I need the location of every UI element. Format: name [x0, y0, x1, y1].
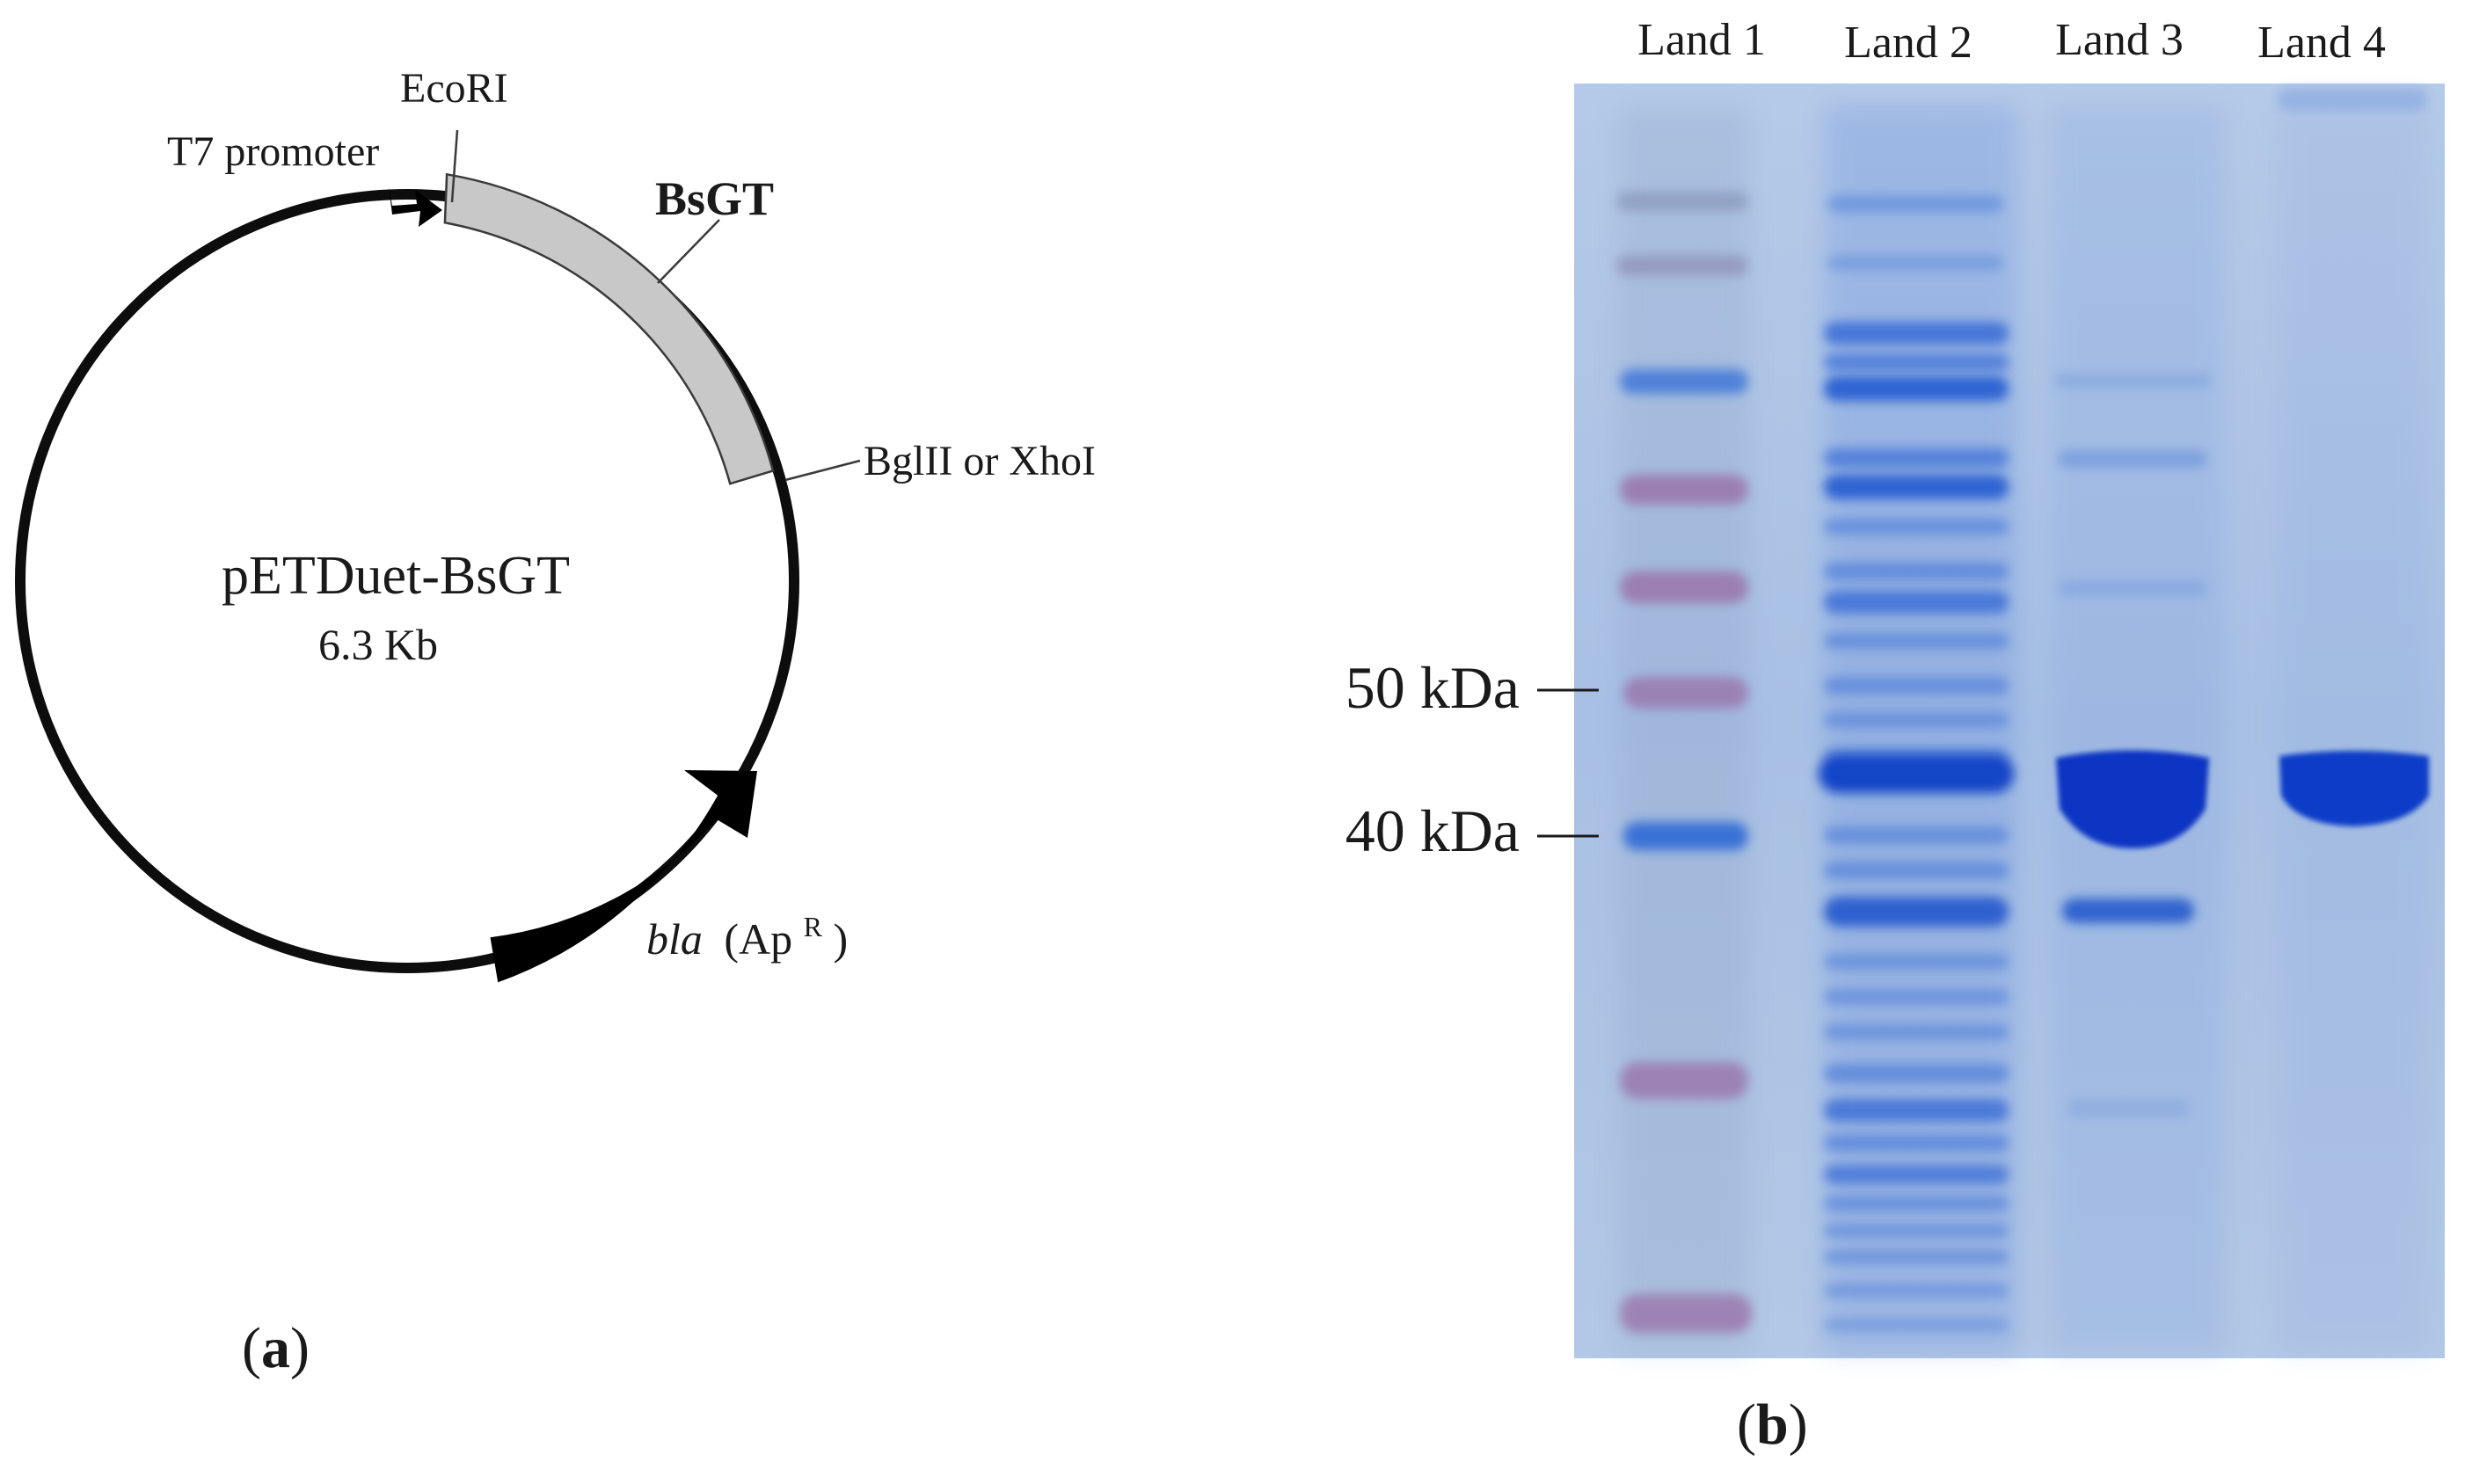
t7-promoter-label: T7 promoter [167, 128, 379, 175]
bla-gene-arrow [490, 770, 757, 983]
marker-40kda-label: 40 kDa [1345, 797, 1520, 864]
lane-2-band [1824, 1284, 2009, 1298]
bla-label: bla (Ap R ) [646, 897, 848, 964]
ladder-band [1620, 1294, 1752, 1333]
lane-2-main-band [1819, 754, 2014, 793]
lane-2-band [1824, 591, 2009, 614]
lane-2-band [1827, 255, 2003, 271]
lane-3-band [2058, 450, 2207, 468]
lane-2-band [1827, 195, 2003, 213]
bglii-xhoi-label: BglII or XhoI [864, 438, 1096, 484]
bla-marker-close: ) [834, 914, 849, 964]
bla-marker-sup: R [804, 911, 823, 942]
bsgt-label: BsGT [655, 172, 774, 225]
lane-1-ladder [1616, 192, 1752, 1333]
bsgt-leader [657, 219, 720, 284]
lane-2-band [1824, 1064, 2009, 1083]
ladder-band [1620, 571, 1748, 603]
lane-2-band [1824, 1250, 2009, 1264]
lane-2-bands [1819, 195, 2014, 1331]
lane-2-band [1824, 633, 2009, 649]
ladder-band [1616, 255, 1748, 276]
ladder-band [1623, 677, 1748, 709]
panel-b-label: (b) [1737, 1393, 1808, 1457]
lane-shadow-1 [1618, 105, 1750, 1354]
lane-3-band [2062, 898, 2194, 923]
lane-2-band [1824, 353, 2009, 371]
bsgt-gene-segment [443, 172, 775, 485]
lane-4-bands [2278, 88, 2429, 826]
lane-2-band [1824, 1196, 2009, 1211]
lane-2-band [1824, 1165, 2009, 1184]
lane-4-band [2278, 88, 2427, 111]
marker-50kda-label: 50 kDa [1345, 654, 1520, 721]
lane-2-band [1824, 862, 2009, 879]
lane-3-band [2053, 374, 2212, 388]
lane-3-band [2067, 1099, 2190, 1118]
ecori-leader [450, 129, 459, 203]
lane-3-band [2058, 580, 2207, 596]
t7-promoter-arrow [389, 186, 442, 227]
lane-shadow-4 [2278, 105, 2427, 1354]
ladder-band [1620, 369, 1748, 394]
lane-2-band [1824, 712, 2009, 728]
lane-2-band [1824, 563, 2009, 580]
ladder-band [1620, 475, 1748, 505]
lane-2-band [1824, 989, 2009, 1005]
lane-2-band [1824, 897, 2009, 927]
panel-b-open: ( [1737, 1393, 1756, 1457]
panel-a-letter: a [261, 1316, 290, 1380]
ladder-band [1616, 192, 1748, 211]
lane-3-main-band [2056, 750, 2209, 848]
panel-b-letter: b [1756, 1393, 1789, 1457]
lane-2-band [1824, 677, 2009, 695]
ladder-band [1620, 1062, 1748, 1099]
lane-label-1: Land 1 [1637, 15, 1766, 65]
lane-label-3: Land 3 [2055, 15, 2184, 65]
lane-2-band [1824, 1099, 2009, 1122]
plasmid-map: EcoRI T7 promoter BsGT BglII or XhoI pET… [15, 65, 1096, 983]
lane-shadow-3 [2049, 105, 2225, 1354]
lane-label-2: Land 2 [1844, 18, 1972, 68]
bglii-leader [784, 459, 861, 482]
lane-2-band [1824, 376, 2009, 401]
lane-4-main-band [2279, 751, 2429, 826]
lane-2-band [1824, 1319, 2009, 1331]
panel-a-open: ( [242, 1316, 261, 1380]
panel-a-close: ) [290, 1316, 310, 1380]
lane-2-band [1824, 1024, 2009, 1040]
lane-2-band [1824, 519, 2009, 535]
panel-a-label: (a) [242, 1316, 310, 1380]
lane-3-bands [2053, 374, 2212, 1118]
lane-2-band [1824, 475, 2009, 499]
lane-2-band [1824, 448, 2009, 468]
lane-2-band [1824, 1224, 2009, 1238]
lane-2-band [1824, 954, 2009, 970]
lane-label-4: Land 4 [2257, 18, 2386, 68]
lane-2-band [1824, 1134, 2009, 1152]
plasmid-name: pETDuet-BsGT [222, 546, 570, 606]
plasmid-size: 6.3 Kb [318, 620, 438, 669]
plasmid-backbone [15, 189, 799, 973]
ladder-band [1623, 822, 1748, 850]
lane-2-band [1824, 322, 2009, 345]
lane-2-band [1824, 826, 2009, 844]
bla-marker-open: (Ap [724, 914, 792, 964]
gel-panel: Land 1 Land 2 Land 3 Land 4 50 kDa 40 kD… [1345, 15, 2445, 1358]
bla-gene-name: bla [646, 914, 703, 964]
panel-b-close: ) [1789, 1393, 1808, 1457]
ecori-label: EcoRI [400, 65, 508, 112]
